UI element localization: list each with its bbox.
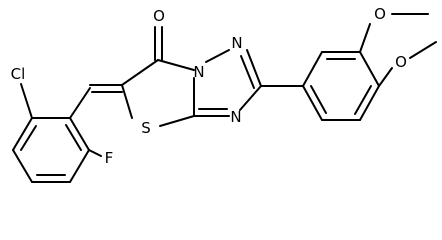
- bond-c5-s: [121, 84, 133, 119]
- bond-n-upper-c2-b: [240, 55, 255, 89]
- bond-s-c7a: [159, 115, 195, 127]
- atom-label-ring-nitrogen-lower: N: [230, 108, 241, 126]
- bond-dmp-6-1: [302, 85, 323, 121]
- atom-labels: O N N N S Cl F O O: [11, 5, 407, 167]
- atom-label-chlorine: Cl: [11, 65, 26, 83]
- atom-label-carbonyl-oxygen: O: [153, 7, 165, 25]
- bond-carbonyl-n: [157, 59, 195, 71]
- bond-c2-n-lower: [239, 85, 262, 111]
- bond-o-lower-methyl: [409, 41, 437, 59]
- bond-dmp-4-o-lower: [378, 67, 393, 87]
- bond-cfp-chlorine: [20, 83, 33, 119]
- bond-cfp-2-3-inner: [20, 125, 37, 151]
- bond-dmp-1-2: [302, 51, 323, 87]
- bond-carbonyl-c5: [121, 59, 159, 86]
- bond-vinyl-cfp: [69, 87, 91, 119]
- bond-cfp-fluorine: [88, 149, 102, 157]
- atom-label-methoxy-oxygen-upper: O: [374, 5, 386, 23]
- bond-lines: [12, 13, 437, 183]
- bond-dmp-6-1-inner: [310, 85, 327, 114]
- bond-cfp-6-1: [69, 117, 90, 151]
- bond-n-upper-c2-a: [246, 49, 262, 87]
- bond-dmp-4-5-inner: [354, 85, 372, 115]
- bond-cfp-2-3: [12, 117, 33, 151]
- atom-label-fluorine: F: [105, 149, 114, 167]
- atom-label-ring-nitrogen-fused: N: [193, 63, 204, 81]
- atom-label-methoxy-oxygen-lower: O: [395, 53, 407, 71]
- bond-n-n-upper: [205, 49, 230, 63]
- atom-label-ring-sulfur: S: [141, 119, 151, 137]
- bond-cfp-6-1-inner: [65, 124, 82, 151]
- bond-dmp-3-4: [359, 51, 380, 87]
- bond-dmp-4-5: [359, 85, 380, 121]
- bond-cfp-3-4: [12, 149, 33, 183]
- chemical-structure-diagram: O N N N S Cl F O O: [11, 5, 437, 183]
- bond-cfp-5-6: [69, 149, 90, 183]
- atom-label-ring-nitrogen-upper: N: [231, 34, 242, 52]
- bond-dmp-3-o-upper: [359, 23, 371, 53]
